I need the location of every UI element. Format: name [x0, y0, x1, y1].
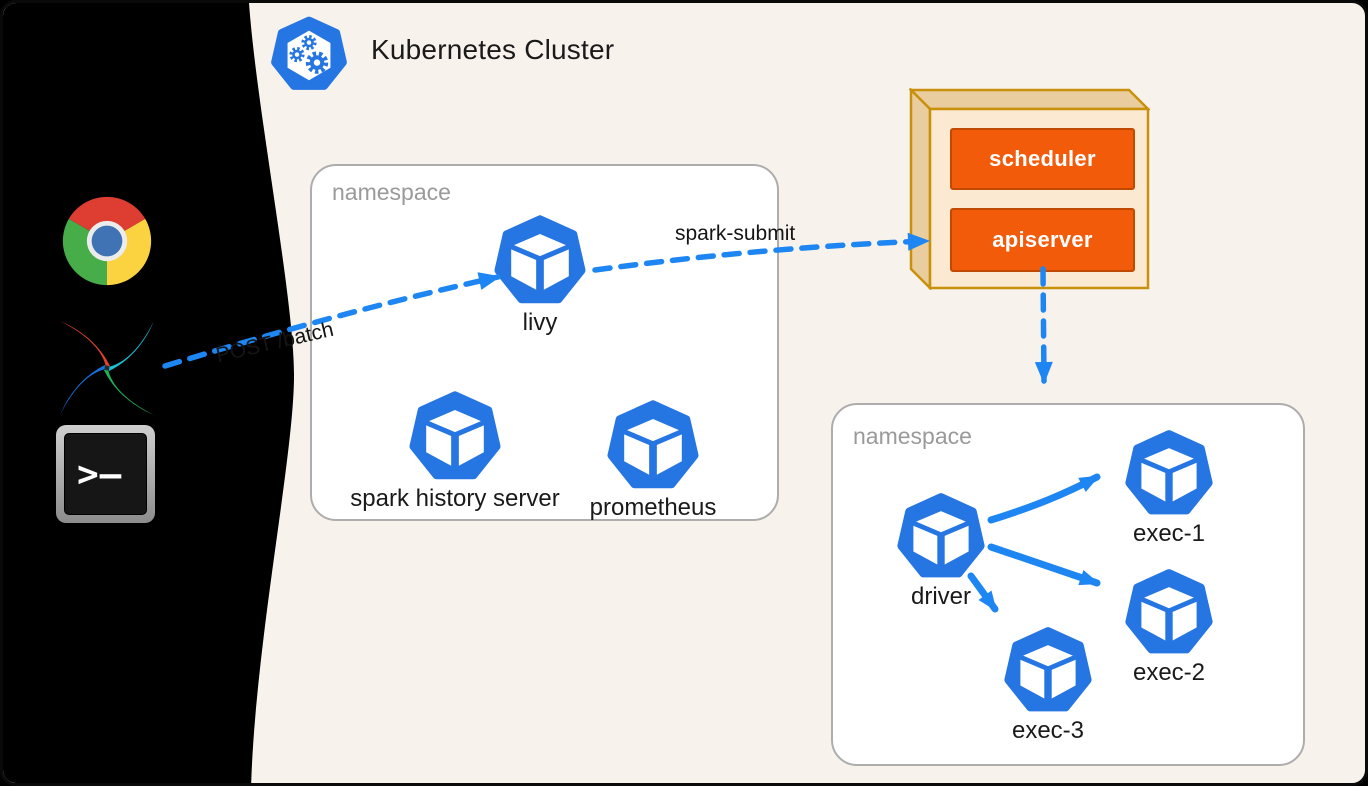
pod-icon	[895, 489, 987, 581]
pod-icon	[492, 211, 588, 307]
airflow-icon	[60, 321, 154, 415]
pod-label: exec-3	[1011, 717, 1085, 744]
cluster-title: Kubernetes Cluster	[371, 34, 615, 65]
pod-icon	[407, 387, 503, 483]
pod-label: exec-1	[1132, 520, 1206, 547]
pod-exec-3: exec-3	[948, 623, 1148, 745]
pod-icon	[1002, 623, 1094, 715]
pod-label: spark history server	[350, 485, 560, 512]
namespace-label-2: namespace	[853, 423, 972, 449]
apiserver-label: apiserver	[992, 227, 1093, 252]
pod-label: exec-2	[1132, 659, 1206, 686]
pod-spark-history-server: spark history server	[335, 387, 575, 513]
kubernetes-logo-icon	[269, 13, 349, 93]
sidebar-panel	[3, 3, 295, 783]
pod-icon	[1123, 426, 1215, 518]
namespace-label-1: namespace	[332, 179, 451, 205]
terminal-screen: >–	[64, 433, 147, 515]
terminal-prompt-glyph: >–	[77, 453, 123, 495]
pod-label: prometheus	[589, 494, 717, 521]
scheduler-label: scheduler	[989, 146, 1096, 171]
pod-label: driver	[910, 583, 971, 610]
pod-exec-2: exec-2	[1069, 565, 1269, 687]
apiserver-component: apiserver	[950, 208, 1135, 272]
pod-livy: livy	[440, 211, 640, 337]
pod-icon	[605, 396, 701, 492]
chrome-icon	[62, 196, 152, 286]
scheduler-component: scheduler	[950, 128, 1135, 190]
pod-label: livy	[522, 309, 558, 336]
pod-exec-1: exec-1	[1069, 426, 1269, 548]
pod-driver: driver	[841, 489, 1041, 611]
terminal-icon: >–	[56, 425, 155, 523]
edge-label-spark-submit: spark-submit	[675, 222, 796, 245]
pod-prometheus: prometheus	[553, 396, 753, 522]
